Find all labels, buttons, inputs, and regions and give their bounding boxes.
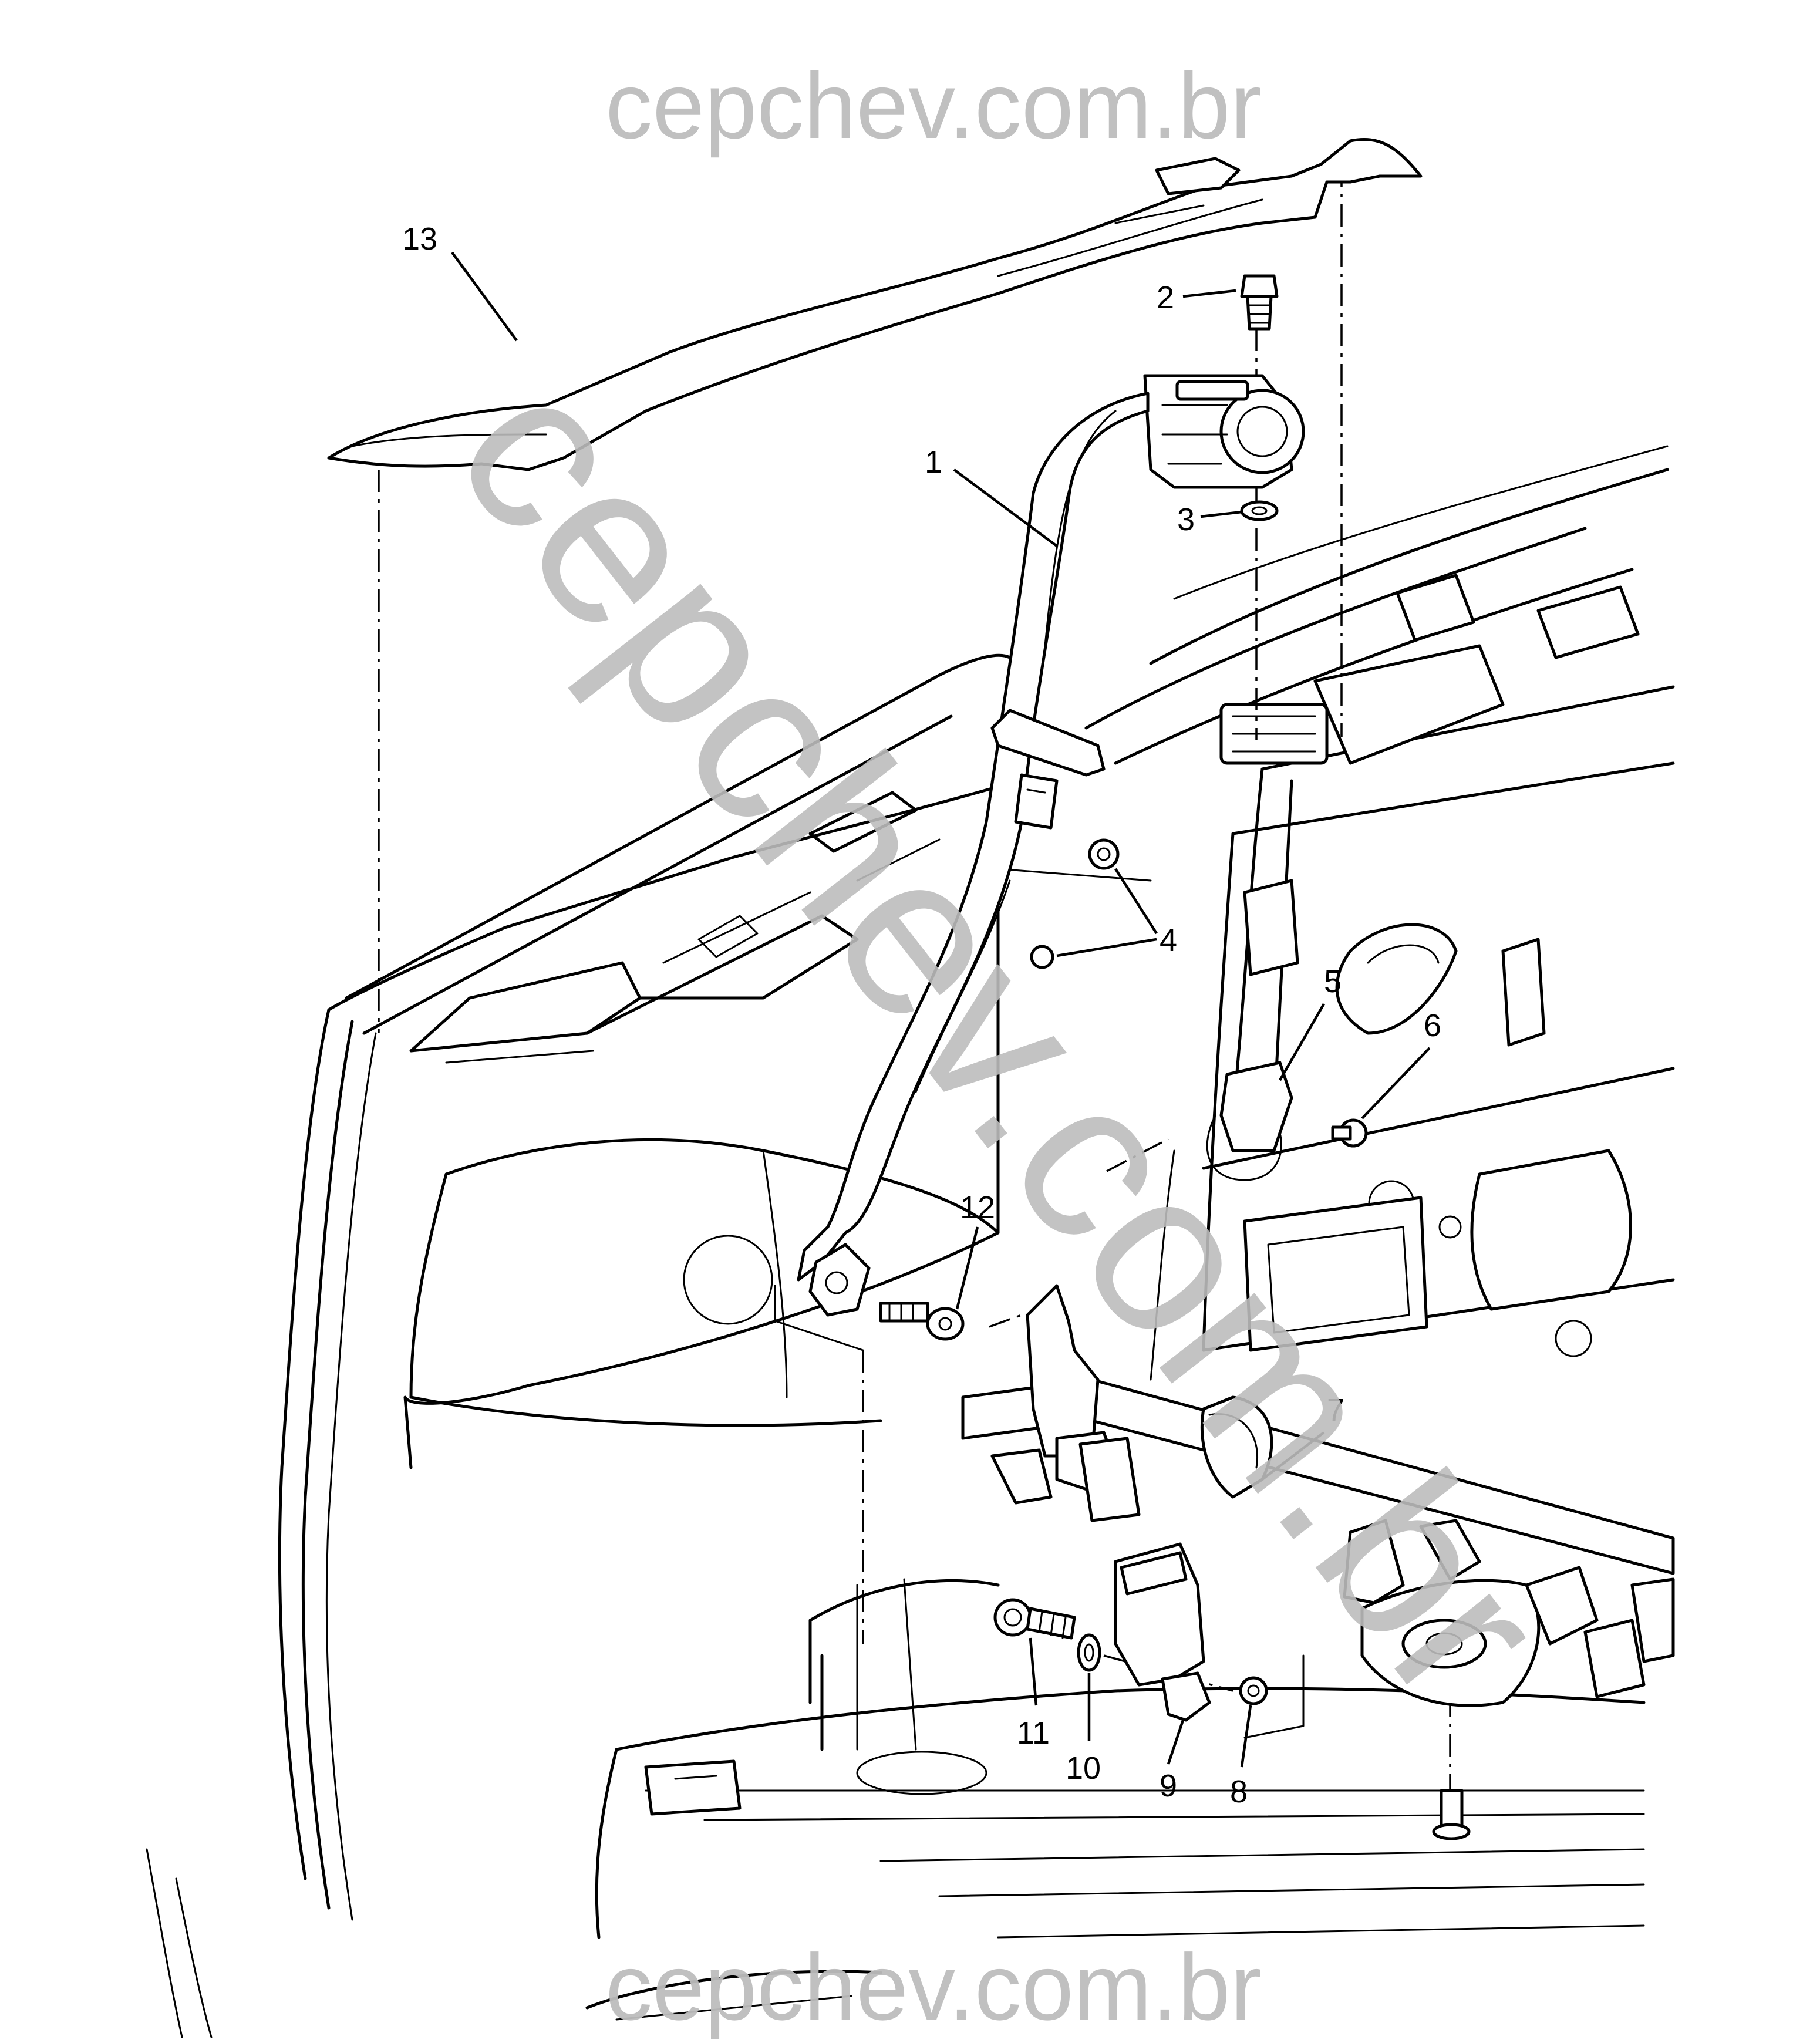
- seat-belt-buckle-9: [1114, 1542, 1211, 1722]
- callout-13: 13: [402, 221, 437, 257]
- washer-3: [1240, 500, 1279, 521]
- callout-8: 8: [1230, 1774, 1248, 1809]
- bolt-2: [1240, 274, 1279, 331]
- watermarks: cepchev.com.br cepchev.com.br cepchev.co…: [407, 53, 1595, 2039]
- stud-floor: [1432, 1789, 1471, 1840]
- watermark-top: cepchev.com.br: [605, 53, 1262, 158]
- callout-3: 3: [1177, 502, 1195, 537]
- body-structure: [146, 445, 1675, 2038]
- washer-10: [1077, 1633, 1101, 1672]
- callout-labels: 1 2 3 4 5 6 7 8 9 10 11 12 13: [402, 221, 1441, 1809]
- callout-10: 10: [1066, 1751, 1101, 1786]
- watermark-bottom: cepchev.com.br: [605, 1934, 1262, 2039]
- nut-4: [1030, 838, 1120, 969]
- washer-8: [1239, 1676, 1268, 1705]
- seat-belt-webbing-1: [797, 392, 1150, 1317]
- bolt-11: [993, 1598, 1076, 1640]
- callout-9: 9: [1160, 1768, 1177, 1803]
- seat-belt-retractor-1: [1143, 374, 1305, 489]
- callout-1: 1: [925, 444, 942, 480]
- guide-5: [1206, 1061, 1293, 1181]
- bolt-12: [879, 1302, 965, 1341]
- callout-7: 7: [1327, 1393, 1344, 1428]
- bolt-6: [1331, 1118, 1368, 1148]
- callout-11: 11: [1017, 1715, 1050, 1751]
- upper-trim-panel-13: [327, 138, 1423, 471]
- callout-12: 12: [960, 1190, 995, 1225]
- callout-4: 4: [1160, 923, 1177, 958]
- leader-lines: [451, 251, 1431, 1768]
- callout-6: 6: [1424, 1008, 1441, 1043]
- callout-2: 2: [1157, 280, 1174, 315]
- watermark-diagonal: cepchev.com.br: [407, 328, 1595, 1747]
- buckle-bar-assembly-7: [961, 1284, 1675, 1707]
- callout-5: 5: [1324, 964, 1342, 999]
